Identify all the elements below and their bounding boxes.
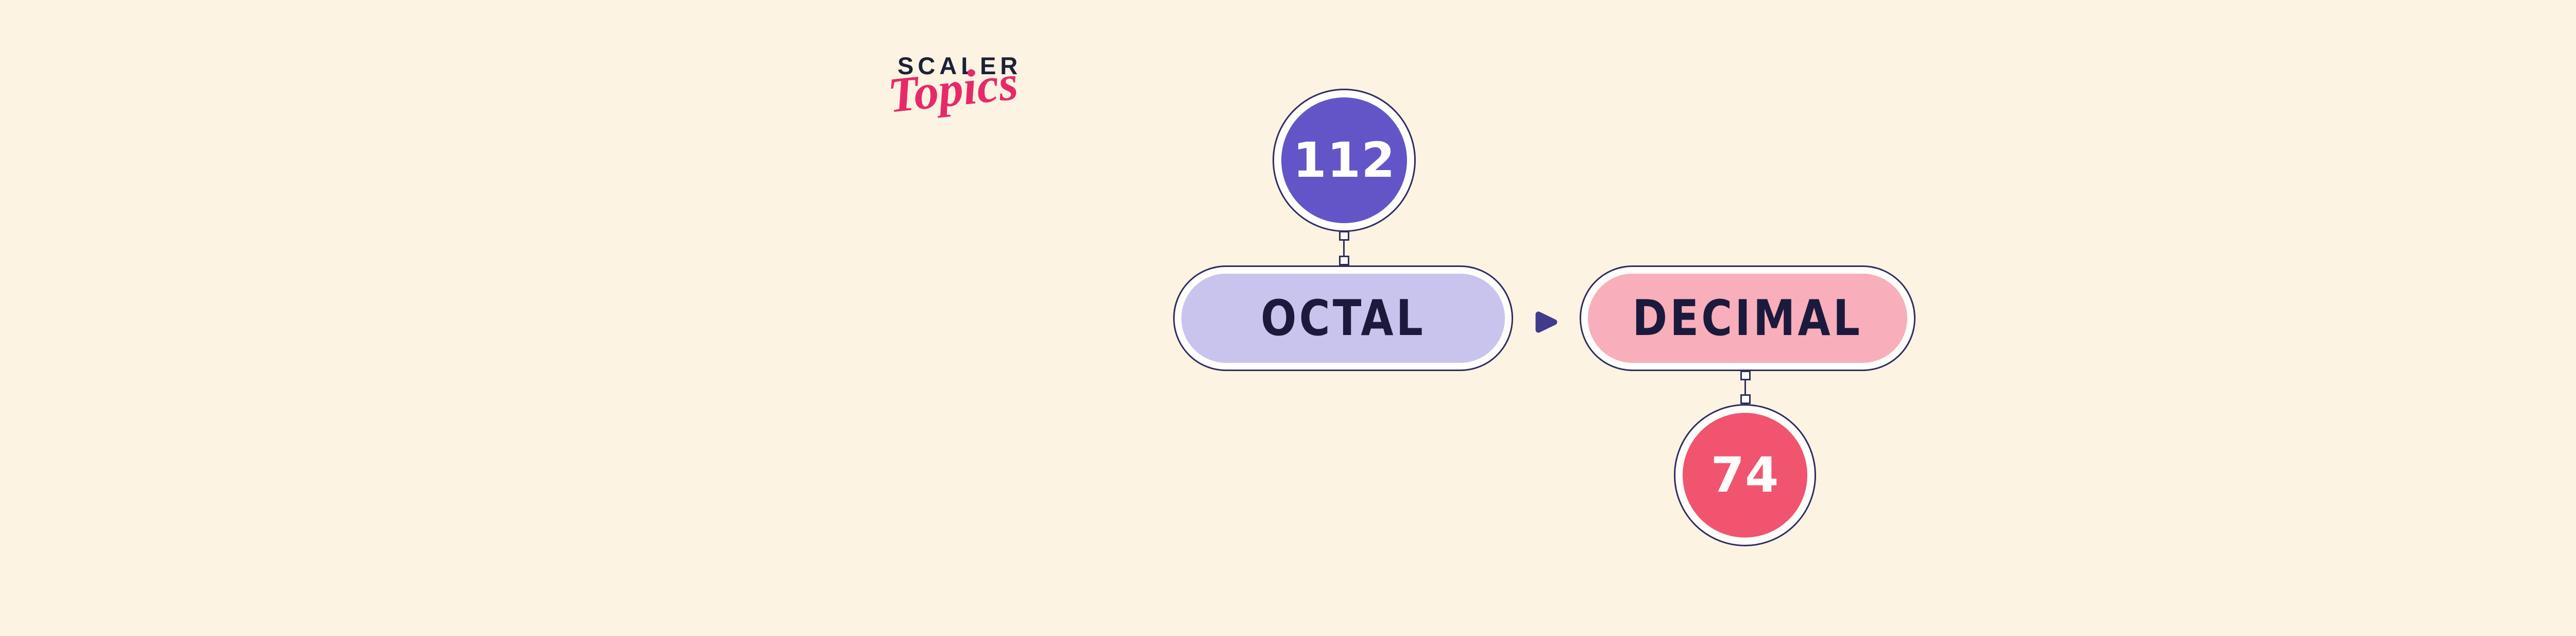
connector-decimal-line [1744,370,1746,405]
logo-brand-text: SCALER [897,52,1022,79]
octal-value: 112 [1293,132,1396,189]
octal-value-circle-fill: 112 [1281,97,1407,223]
connector-octal-line [1343,231,1345,266]
connector-decimal-square-bottom [1740,394,1751,404]
octal-value-circle: 112 [1273,89,1416,232]
connector-decimal-square-top [1740,371,1751,380]
scaler-topics-logo: SCALER Topics [885,52,1030,155]
decimal-value-circle: 74 [1674,404,1816,546]
octal-label: OCTAL [1261,290,1426,347]
octal-pill: OCTAL [1173,265,1513,371]
arrow-right-icon [1535,311,1557,333]
connector-octal-square-top [1339,231,1349,241]
decimal-label: DECIMAL [1632,290,1863,347]
octal-pill-fill: OCTAL [1181,274,1505,363]
decimal-value-circle-fill: 74 [1683,413,1807,538]
connector-octal-square-bottom [1339,256,1349,265]
decimal-value: 74 [1710,447,1780,504]
decimal-pill-fill: DECIMAL [1588,274,1907,363]
decimal-pill: DECIMAL [1580,265,1916,371]
